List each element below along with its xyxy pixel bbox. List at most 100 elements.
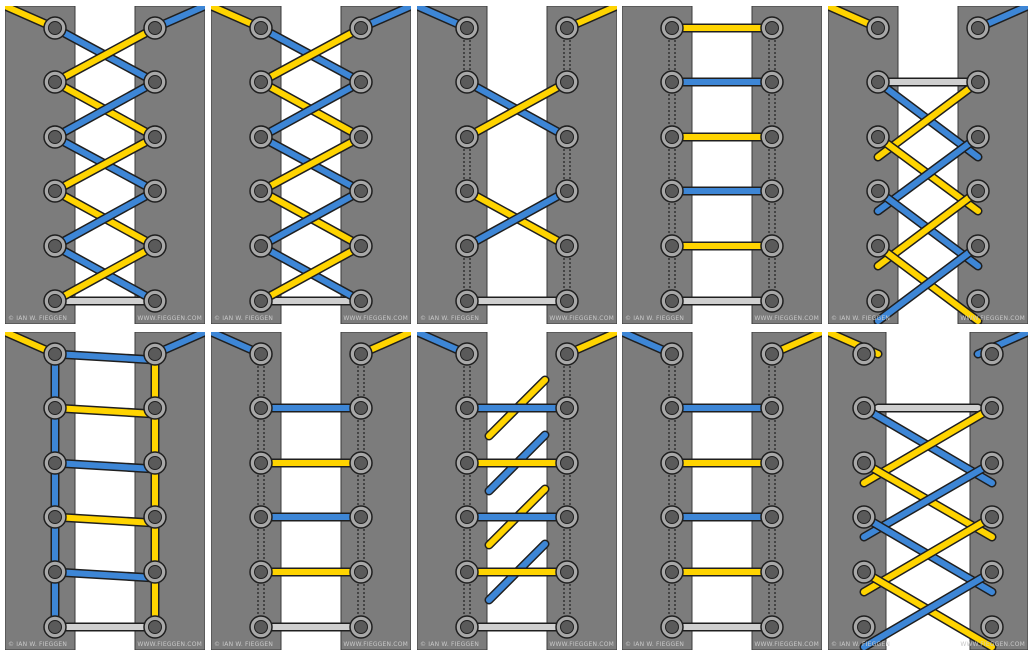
eyelet-hole	[460, 620, 474, 634]
eyelet-hole	[148, 294, 162, 308]
eyelet-hole	[665, 347, 679, 361]
eyelet-hole	[985, 456, 999, 470]
eyelet-hole	[857, 510, 871, 524]
credit-website: WWW.FIEGGEN.COM	[754, 315, 819, 322]
eyelet-hole	[857, 565, 871, 579]
eyelet-hole	[354, 130, 368, 144]
eyelet-hole	[971, 184, 985, 198]
eyelet-hole	[48, 184, 62, 198]
eyelet-hole	[354, 565, 368, 579]
eyelet-hole	[460, 239, 474, 253]
eyelet-hole	[765, 75, 779, 89]
credit-website: WWW.FIEGGEN.COM	[960, 315, 1025, 322]
eyelet-hole	[985, 510, 999, 524]
lace-segment	[861, 569, 995, 650]
lace-segment	[258, 188, 364, 249]
credit-author: © IAN W. FIEGGEN	[831, 315, 891, 322]
eyelet-hole	[148, 184, 162, 198]
credit-author: © IAN W. FIEGGEN	[420, 641, 480, 648]
eyelet-hole	[460, 565, 474, 579]
eyelet-hole	[871, 21, 885, 35]
eyelet-hole	[354, 294, 368, 308]
eyelet-hole	[665, 565, 679, 579]
eyelet-hole	[48, 75, 62, 89]
eyelet-hole	[665, 239, 679, 253]
eyelet-hole	[148, 130, 162, 144]
credit-author: © IAN W. FIEGGEN	[214, 315, 274, 322]
eyelet-hole	[148, 510, 162, 524]
eyelet-hole	[460, 456, 474, 470]
credit-author: © IAN W. FIEGGEN	[420, 315, 480, 322]
credit-website: WWW.FIEGGEN.COM	[343, 315, 408, 322]
eyelet-hole	[985, 347, 999, 361]
eyelet-hole	[871, 75, 885, 89]
credit-website: WWW.FIEGGEN.COM	[137, 641, 202, 648]
eyelet-hole	[560, 620, 574, 634]
eyelet-hole	[148, 75, 162, 89]
lace-segment	[52, 243, 158, 304]
eyelet-hole	[560, 21, 574, 35]
lace-rung	[52, 569, 158, 581]
lace-segment	[258, 25, 364, 85]
eyelet-hole	[460, 184, 474, 198]
eyelet-hole	[665, 620, 679, 634]
eyelet-hole	[971, 21, 985, 35]
eyelet-hole	[460, 130, 474, 144]
eyelet-hole	[665, 184, 679, 198]
eyelet-hole	[765, 401, 779, 415]
eyelet-hole	[560, 239, 574, 253]
lace-rung	[52, 351, 158, 363]
shoe-flap-right	[134, 332, 205, 650]
eyelet-hole	[48, 456, 62, 470]
shoe-flap-right	[957, 6, 1028, 324]
eyelet-hole	[354, 239, 368, 253]
eyelet-hole	[354, 456, 368, 470]
eyelet-hole	[971, 75, 985, 89]
lace-rung	[52, 405, 158, 417]
eyelet-hole	[560, 565, 574, 579]
eyelet-hole	[254, 184, 268, 198]
eyelet-hole	[560, 401, 574, 415]
eyelet-hole	[354, 510, 368, 524]
shoe-flap-right	[340, 6, 411, 324]
shoe-flap-left	[5, 6, 76, 324]
eyelet-hole	[254, 620, 268, 634]
lace-segment	[464, 79, 570, 140]
shoe-flap-right	[751, 332, 822, 650]
eyelet-hole	[354, 347, 368, 361]
shoe-flap-right	[546, 6, 617, 324]
credit-website: WWW.FIEGGEN.COM	[137, 315, 202, 322]
shoe-flap-right	[969, 332, 1028, 650]
shoe-flap-left	[828, 6, 899, 324]
credit-website: WWW.FIEGGEN.COM	[754, 641, 819, 648]
eyelet-hole	[460, 401, 474, 415]
lacing-panel-criss-cross-under: © IAN W. FIEGGEN WWW.FIEGGEN.COM	[211, 6, 411, 324]
eyelet-hole	[665, 75, 679, 89]
eyelet-hole	[354, 75, 368, 89]
eyelet-hole	[765, 620, 779, 634]
eyelet-hole	[148, 401, 162, 415]
eyelet-hole	[460, 347, 474, 361]
credit-author: © IAN W. FIEGGEN	[625, 315, 685, 322]
eyelet-hole	[560, 75, 574, 89]
credit-author: © IAN W. FIEGGEN	[8, 315, 68, 322]
eyelet-hole	[354, 21, 368, 35]
lace-segment	[52, 134, 158, 194]
eyelet-hole	[985, 401, 999, 415]
eyelet-hole	[560, 130, 574, 144]
lace-segment	[52, 188, 158, 249]
eyelet-hole	[871, 184, 885, 198]
eyelet-hole	[871, 239, 885, 253]
eyelet-hole	[985, 620, 999, 634]
credit-website: WWW.FIEGGEN.COM	[549, 315, 614, 322]
eyelet-hole	[765, 456, 779, 470]
eyelet-hole	[985, 565, 999, 579]
eyelet-hole	[48, 620, 62, 634]
shoe-flap-left	[211, 332, 282, 650]
eyelet-hole	[765, 239, 779, 253]
lace-segment	[52, 25, 158, 85]
credit-website: WWW.FIEGGEN.COM	[960, 641, 1025, 648]
shoe-flap-left	[622, 6, 693, 324]
